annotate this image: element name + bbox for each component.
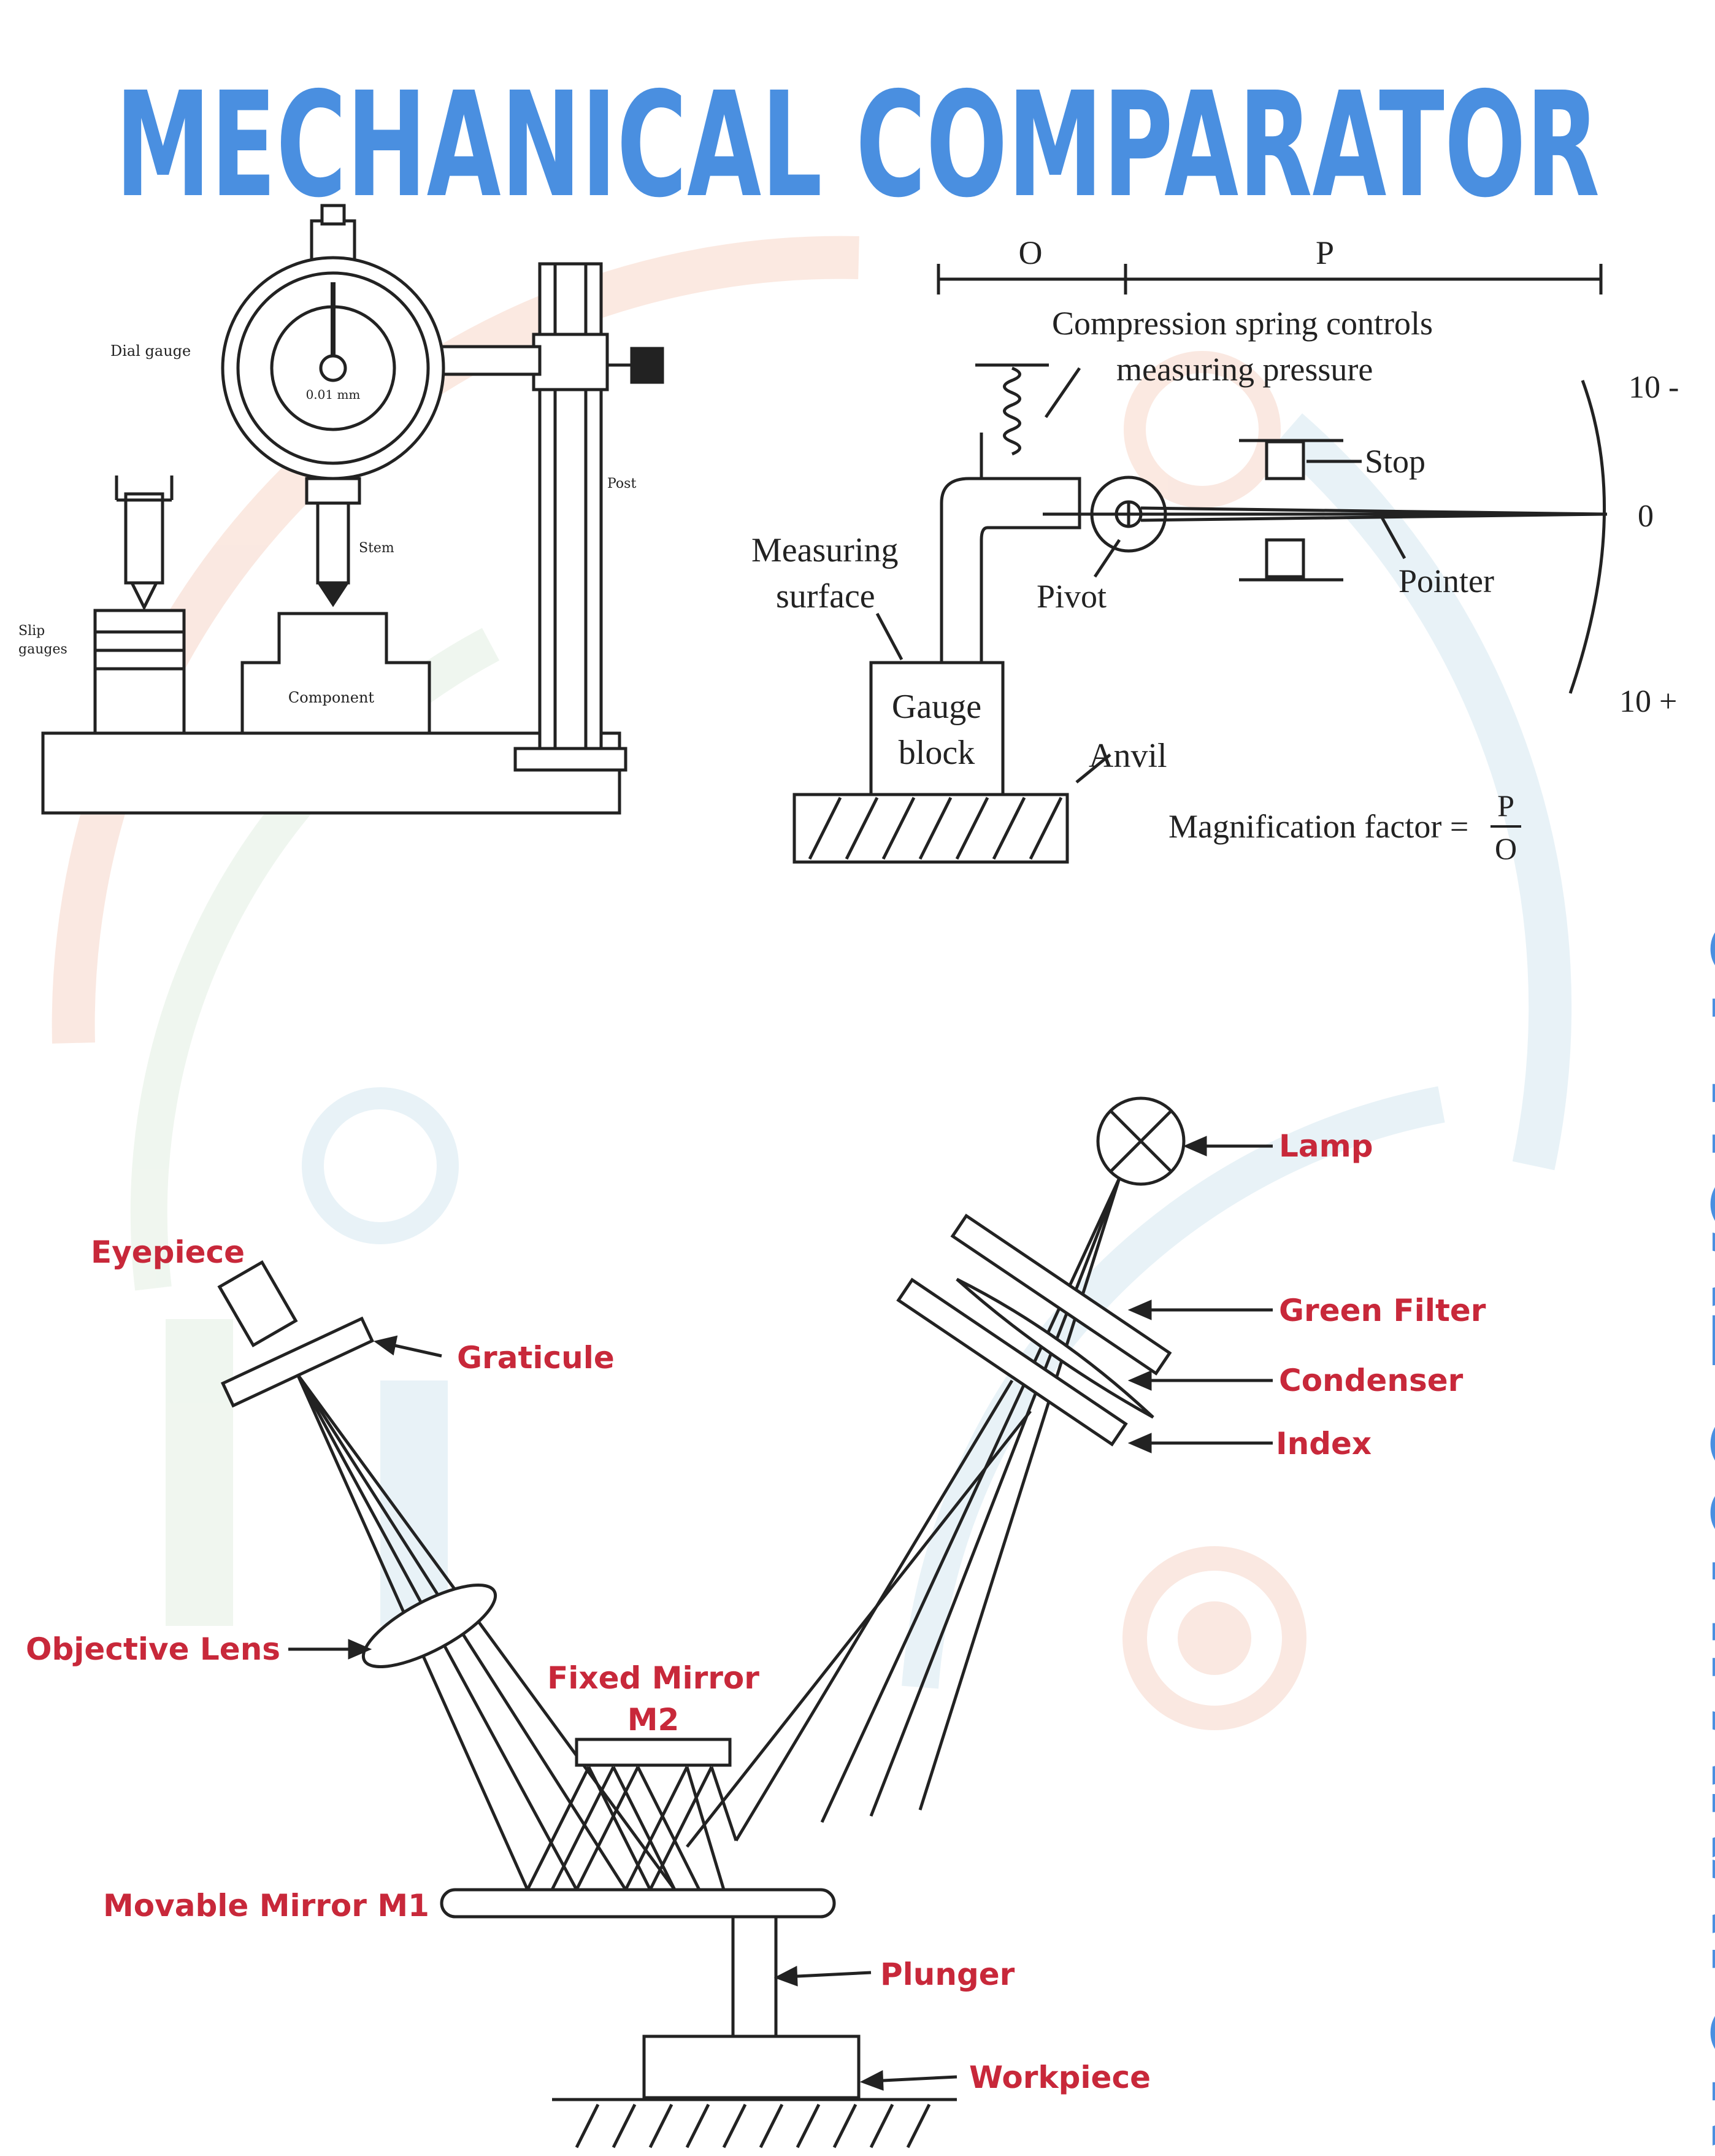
- dial-setup-labels: Dial gauge 0.01 mm Stem Post Slip gauges…: [18, 342, 636, 706]
- scale-mid-label: 0: [1638, 499, 1654, 534]
- workpiece-block: [642, 2035, 861, 2100]
- anvil-label: Anvil: [1089, 737, 1167, 775]
- dim-p-label: P: [1316, 234, 1334, 271]
- slip-stand: [124, 492, 164, 585]
- slip-gauges-label-1: Slip: [18, 623, 45, 639]
- condenser-label: Condenser: [1279, 1363, 1464, 1398]
- movable-mirror-label: Movable Mirror M1: [103, 1888, 429, 1923]
- optical-comparator: [217, 1096, 1186, 2149]
- workpiece-label: Workpiece: [969, 2060, 1151, 2095]
- index-plate: [896, 1277, 1128, 1447]
- dim-o-label: O: [1019, 234, 1043, 271]
- movable-mirror: [440, 1888, 836, 1919]
- spring-label-1: Compression spring controls: [1052, 305, 1433, 342]
- green-filter-label: Green Filter: [1279, 1293, 1486, 1328]
- plunger: [731, 1915, 778, 2038]
- lamp-label: Lamp: [1279, 1128, 1373, 1164]
- post-label: Post: [607, 476, 636, 491]
- spring-label-2: measuring pressure: [1116, 351, 1373, 388]
- background-watermark: [52, 236, 1572, 1730]
- fixed-mirror-label-1: Fixed Mirror: [547, 1660, 759, 1696]
- magnification-numerator: P: [1497, 788, 1514, 823]
- graticule-plate: [220, 1316, 375, 1408]
- dial-gauge-setup: [41, 204, 664, 815]
- slip-gauges-stack: [93, 609, 186, 735]
- magnification-label: Magnification factor =: [1168, 808, 1468, 845]
- lever-comparator: [792, 264, 1608, 864]
- index-label: Index: [1276, 1426, 1372, 1461]
- lower-stop: [1265, 538, 1305, 579]
- clamp-block: [532, 333, 609, 391]
- component-label: Component: [288, 689, 375, 706]
- gauge-block-label-2: block: [899, 734, 975, 772]
- slip-gauges-label-2: gauges: [18, 642, 67, 657]
- arm: [428, 345, 542, 376]
- dial-gauge-label: Dial gauge: [110, 342, 191, 360]
- measuring-label-2: surface: [776, 577, 875, 615]
- lever-comparator-labels: O P Compression spring controls measurin…: [751, 234, 1679, 866]
- component-outline: [240, 612, 431, 735]
- gauge-block: [869, 661, 1005, 796]
- stem-label: Stem: [359, 541, 394, 556]
- gauge-block-label-1: Gauge: [892, 688, 981, 726]
- pointer-scale: [1568, 380, 1606, 694]
- objective-lens-icon: [361, 1584, 497, 1668]
- magnification-denominator: O: [1495, 831, 1517, 866]
- optical-labels: Lamp Eyepiece Graticule Green Filter Con…: [26, 1128, 1486, 2095]
- pointer-label: Pointer: [1398, 563, 1494, 599]
- measuring-label-1: Measuring: [751, 531, 899, 569]
- fixed-mirror: [575, 1738, 732, 1767]
- scale-bottom-label: 10 +: [1619, 684, 1677, 719]
- dial-scale-label: 0.01 mm: [306, 387, 361, 402]
- post-base: [513, 747, 627, 772]
- graticule-label: Graticule: [457, 1340, 615, 1376]
- green-filter: [950, 1214, 1172, 1376]
- scale-top-label: 10 -: [1629, 370, 1679, 405]
- upper-stop: [1265, 440, 1305, 480]
- eyepiece-label: Eyepiece: [91, 1234, 245, 1270]
- side-title: OPTICAL COMPARATOR: [1678, 908, 1715, 2147]
- stop-label: Stop: [1365, 443, 1425, 480]
- pivot-label: Pivot: [1037, 578, 1107, 615]
- top-title: MECHANICAL COMPARATOR: [115, 61, 1600, 229]
- eyepiece-tube: [217, 1260, 298, 1348]
- clamp-knob: [630, 347, 664, 384]
- surface-plate: [41, 731, 621, 815]
- condenser-lens: [956, 1277, 1154, 1419]
- lever-arm: [940, 477, 1081, 663]
- plunger-label: Plunger: [880, 1957, 1015, 1992]
- fixed-mirror-label-2: M2: [627, 1702, 680, 1738]
- objective-lens-label: Objective Lens: [26, 1631, 280, 1667]
- optical-arrows: [288, 1136, 1273, 2091]
